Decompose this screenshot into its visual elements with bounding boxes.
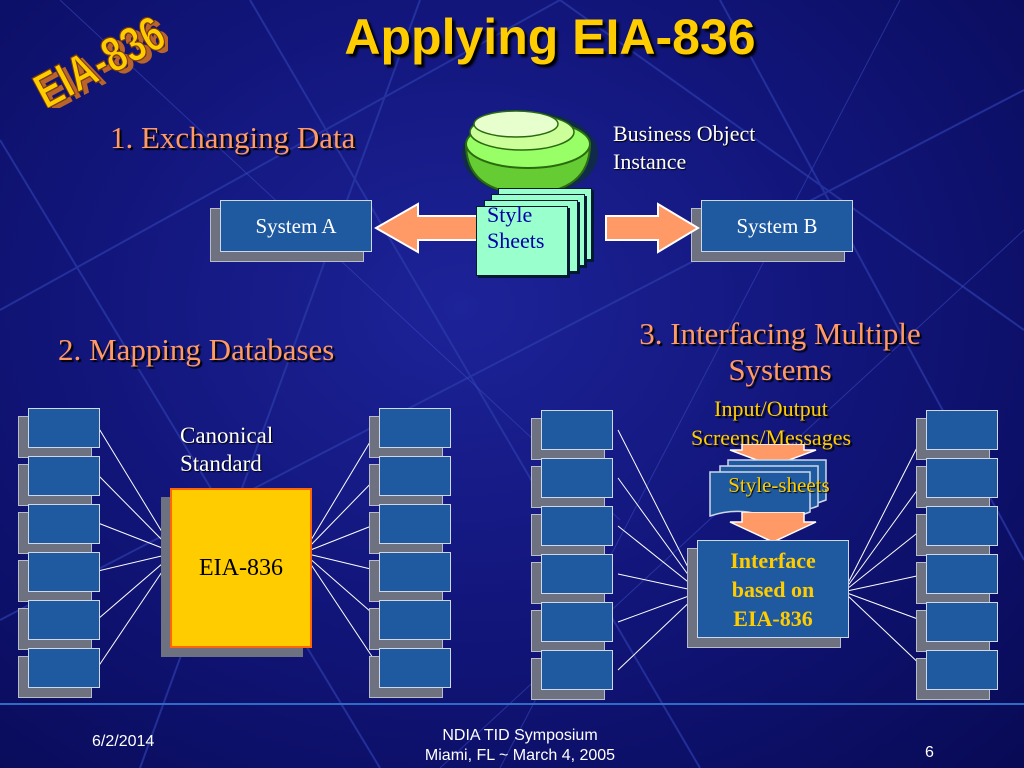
system-box-right (926, 506, 998, 546)
stylesheets-icon (709, 459, 827, 519)
stylesheets-stack: Style Sheets (476, 188, 616, 284)
canonical-standard-box: EIA-836 (170, 488, 312, 648)
db-box-left (28, 648, 100, 688)
db-box-left (28, 408, 100, 448)
db-box-left (28, 600, 100, 640)
stylesheet-page-front: Style Sheets (476, 202, 568, 276)
interface-line3: EIA-836 (733, 605, 813, 631)
db-box-left (28, 456, 100, 496)
stylesheets-label: Style-sheets (728, 473, 830, 497)
system-box-right (926, 650, 998, 690)
eia-836-logo: EIA-836 EIA-836 (25, 8, 168, 108)
db-box-right (379, 456, 451, 496)
stylesheet-label-line1: Style (487, 202, 533, 227)
system-box-left (541, 554, 613, 594)
footer-date: 6/2/2014 (92, 733, 155, 750)
footer-divider (0, 703, 1024, 705)
footer-page-number: 6 (925, 744, 934, 761)
canonical-label: Canonical Standard (180, 422, 273, 478)
footer-event-line2: Miami, FL ~ March 4, 2005 (424, 747, 616, 764)
system-box-right (926, 410, 998, 450)
business-object-line2: Instance (613, 149, 687, 174)
interface-box: Interface based on EIA-836 (697, 540, 849, 638)
interface-line1: Interface (730, 547, 816, 573)
db-box-right (379, 504, 451, 544)
db-box-right (379, 600, 451, 640)
business-object-label: Business Object Instance (613, 120, 755, 176)
canonical-line2: Standard (180, 451, 262, 476)
canonical-line1: Canonical (180, 423, 274, 448)
io-arrow-down (729, 444, 817, 467)
section1-heading: 1. Exchanging Data (110, 120, 356, 155)
system-box-left (541, 506, 613, 546)
section3-heading: 3. Interfacing Multiple Systems (560, 316, 1000, 388)
io-label-line1: Input/Output (714, 396, 828, 421)
system-a-box: System A (220, 200, 372, 252)
system-box-left (541, 602, 613, 642)
db-box-right (379, 648, 451, 688)
db-box-right (379, 552, 451, 592)
section2-heading: 2. Mapping Databases (58, 332, 335, 367)
interface-arrow-down (729, 512, 817, 543)
interface-line2: based on (731, 576, 815, 602)
business-object-icon (462, 110, 598, 196)
system-box-left (541, 410, 613, 450)
footer-event-line1: NDIA TID Symposium (442, 727, 598, 744)
system-b-box: System B (701, 200, 853, 252)
stylesheet-label-line2: Sheets (487, 228, 545, 253)
system-box-right (926, 602, 998, 642)
system-box-left (541, 458, 613, 498)
section3-heading-line1: 3. Interfacing Multiple (639, 316, 921, 351)
system-box-right (926, 554, 998, 594)
db-box-left (28, 504, 100, 544)
db-box-right (379, 408, 451, 448)
footer-event: NDIA TID Symposium Miami, FL ~ March 4, … (380, 726, 660, 766)
slide-title: Applying EIA-836 (344, 9, 756, 65)
exchange-arrow-right (605, 202, 700, 254)
system-box-right (926, 458, 998, 498)
business-object-line1: Business Object (613, 121, 756, 146)
section3-heading-line2: Systems (728, 352, 832, 387)
db-box-left (28, 552, 100, 592)
system-box-left (541, 650, 613, 690)
